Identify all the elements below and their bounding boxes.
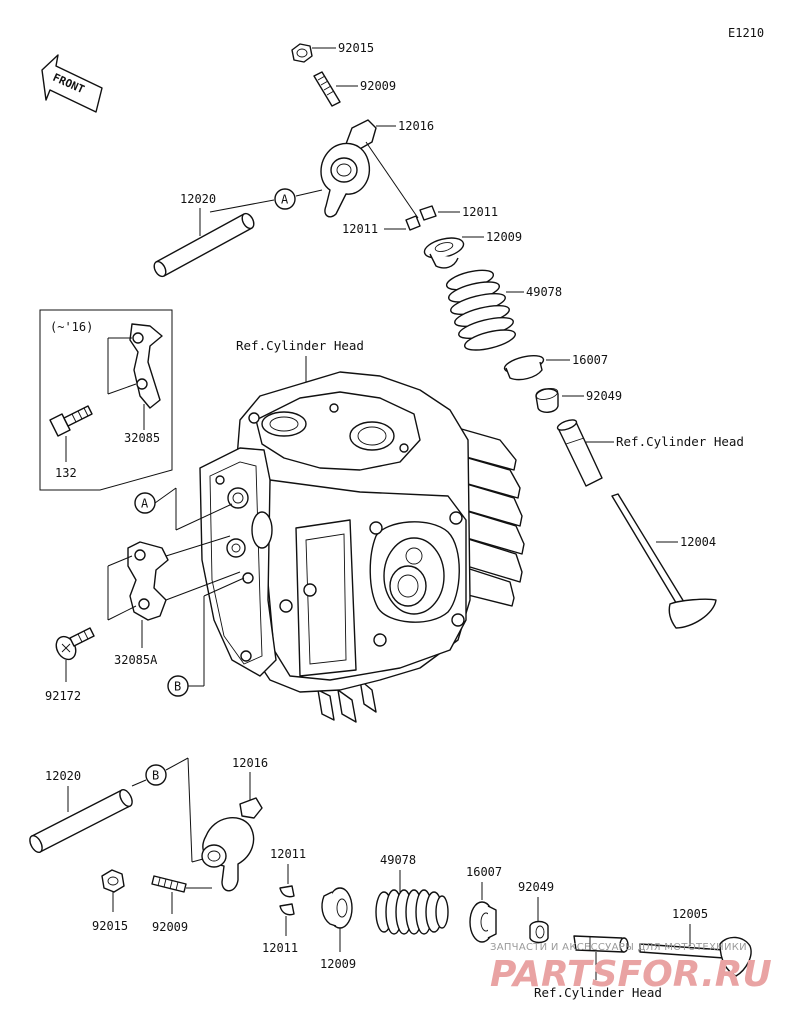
label-92009-upper: 92009: [360, 79, 396, 93]
valve-spring-49078-upper: [445, 269, 517, 351]
label-ref-cylinder-head-lower: Ref.Cylinder Head: [534, 985, 662, 1000]
valve-spring-49078-lower: [375, 889, 449, 935]
nut-92015-lower: [101, 869, 125, 893]
valve-12004: [611, 493, 717, 629]
valve-12005: [639, 936, 752, 977]
label-49078-upper: 49078: [526, 285, 562, 299]
label-12020-lower: 12020: [45, 769, 81, 783]
label-12011-lower-a: 12011: [270, 847, 306, 861]
adjust-screw-92009-upper: [313, 71, 341, 107]
watermark-brand: PARTSFOR.RU: [490, 954, 772, 995]
bracket-32085a: [127, 541, 169, 621]
bracket-32085: [129, 323, 163, 409]
label-92049-lower: 92049: [518, 880, 554, 894]
label-49078-lower: 49078: [380, 853, 416, 867]
circle-a-head: A: [141, 497, 149, 511]
valve-stem-seal-92049-upper: [535, 388, 559, 413]
watermark-tagline: ЗАПЧАСТИ И АКСЕССУАРЫ ДЛЯ МОТОТЕХНИКИ: [490, 942, 747, 953]
inset-note: (~'16): [50, 320, 93, 334]
front-arrow-icon: FRONT: [41, 54, 103, 113]
screw-92172: [55, 627, 95, 661]
rocker-shaft-12020-upper: [153, 212, 255, 278]
label-92172: 92172: [45, 689, 81, 703]
label-92049-upper: 92049: [586, 389, 622, 403]
label-12009-upper: 12009: [486, 230, 522, 244]
watermark-logo: ЗАПЧАСТИ И АКСЕССУАРЫ ДЛЯ МОТОТЕХНИКИ PA…: [490, 942, 772, 995]
label-92015-upper: 92015: [338, 41, 374, 55]
label-12016-lower: 12016: [232, 756, 268, 770]
label-12009-lower: 12009: [320, 957, 356, 971]
valve-keeper-12011-lower-b: [279, 903, 295, 916]
label-12020-upper: 12020: [180, 192, 216, 206]
diagram-code: E1210: [728, 26, 764, 40]
label-32085: 32085: [124, 431, 160, 445]
circle-b-lower: B: [152, 769, 159, 783]
bolt-132: [49, 405, 93, 437]
valve-guide-lower: [573, 935, 629, 953]
valve-guide-upper: [556, 419, 603, 487]
label-12005: 12005: [672, 907, 708, 921]
rocker-arm-12016-lower: [201, 797, 263, 892]
label-ref-cylinder-head-guide: Ref.Cylinder Head: [616, 434, 744, 449]
valve-stem-seal-92049-lower: [529, 920, 549, 944]
valve-keeper-12011-a: [419, 205, 437, 221]
label-16007-upper: 16007: [572, 353, 608, 367]
adjust-screw-92009-lower: [151, 875, 187, 893]
valve-keeper-12011-b: [405, 215, 421, 231]
spring-retainer-12009-upper: [423, 237, 465, 269]
label-92009-lower: 92009: [152, 920, 188, 934]
label-12011-lower-b: 12011: [262, 941, 298, 955]
label-32085a: 32085A: [114, 653, 158, 667]
label-92015-lower: 92015: [92, 919, 128, 933]
rocker-arm-12016-upper: [320, 119, 377, 218]
label-12011-upper-a: 12011: [462, 205, 498, 219]
valve-keeper-12011-lower-a: [279, 885, 295, 898]
circle-b-head: B: [174, 680, 181, 694]
label-ref-cylinder-head-top: Ref.Cylinder Head: [236, 338, 364, 353]
spring-seat-16007-upper: [503, 354, 545, 381]
nut-92015-upper: [291, 43, 313, 63]
label-16007-lower: 16007: [466, 865, 502, 879]
cylinder-head-body: [199, 371, 525, 723]
spring-retainer-12009-lower: [321, 887, 353, 929]
rocker-shaft-12020-lower: [29, 789, 133, 853]
label-12011-upper-b: 12011: [342, 222, 378, 236]
label-12016-upper: 12016: [398, 119, 434, 133]
label-12004: 12004: [680, 535, 716, 549]
inset-box: [39, 309, 173, 491]
spring-seat-16007-lower: [469, 901, 497, 943]
circle-a-upper: A: [281, 193, 289, 207]
label-132: 132: [55, 466, 77, 480]
